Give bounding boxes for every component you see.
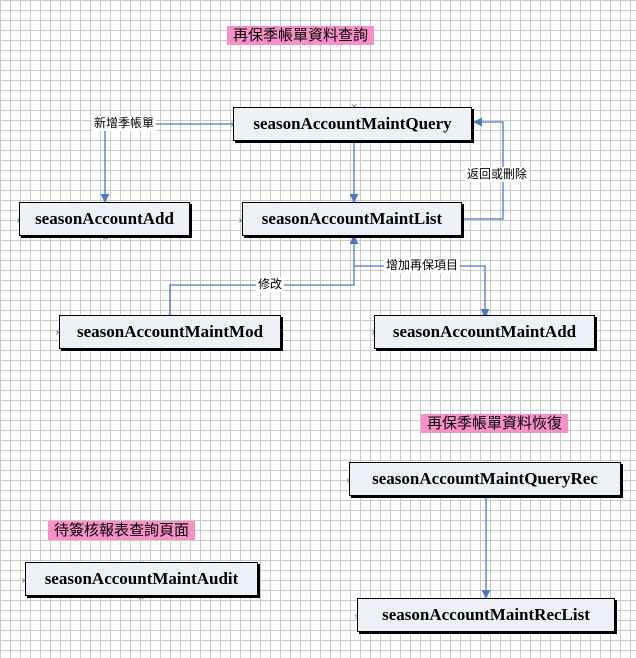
node-season-account-maint-rec-list[interactable]: seasonAccountMaintRecList (357, 598, 615, 632)
svg-text:×: × (351, 102, 358, 111)
title-audit: 待簽核報表查詢頁面 (48, 521, 196, 540)
node-season-account-maint-add[interactable]: seasonAccountMaintAdd (374, 315, 595, 349)
edge-label-back-or-delete: 返回或刪除 (465, 167, 530, 182)
svg-text:×: × (278, 328, 285, 337)
svg-text:×: × (351, 233, 358, 242)
title-query: 再保季帳單資料查詢 (227, 26, 375, 45)
node-season-account-maint-mod[interactable]: seasonAccountMaintMod (59, 315, 281, 349)
svg-text:×: × (238, 216, 245, 225)
edge-query-to-add (100, 123, 235, 203)
svg-text:×: × (592, 328, 599, 337)
svg-text:×: × (459, 216, 466, 225)
title-recover: 再保季帳單資料恢復 (421, 414, 569, 433)
edge-label-modify: 修改 (256, 277, 285, 292)
svg-text:×: × (21, 576, 28, 585)
node-season-account-maint-query[interactable]: seasonAccountMaintQuery (233, 107, 472, 141)
svg-text:×: × (55, 328, 62, 337)
node-season-account-maint-query-rec[interactable]: seasonAccountMaintQueryRec (349, 462, 621, 496)
edge-label-new-bill: 新增季帳單 (92, 116, 157, 131)
node-season-account-maint-list[interactable]: seasonAccountMaintList (242, 202, 462, 236)
edge-label-add-item: 增加再保項目 (384, 258, 461, 273)
svg-text:×: × (102, 233, 109, 242)
svg-text:×: × (138, 593, 145, 602)
edge-list-to-maint-add (354, 265, 490, 318)
svg-text:×: × (483, 492, 490, 501)
node-season-account-maint-audit[interactable]: seasonAccountMaintAudit (25, 562, 258, 596)
svg-text:×: × (483, 628, 490, 637)
svg-text:×: × (469, 120, 476, 129)
node-season-account-add[interactable]: seasonAccountAdd (19, 202, 190, 236)
edge-mod-to-list (169, 235, 359, 315)
